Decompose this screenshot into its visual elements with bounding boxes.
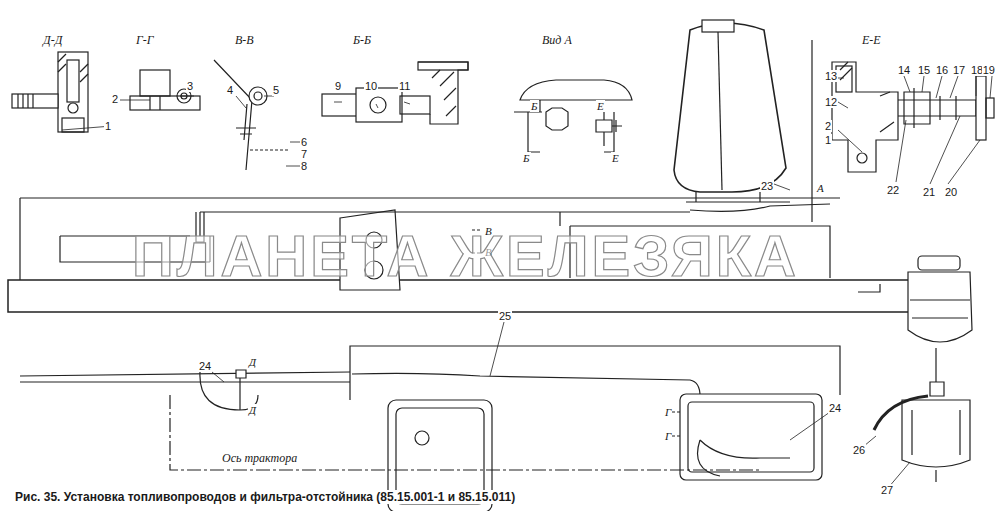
callout-number: 26 xyxy=(852,444,866,456)
callout-number: 23 xyxy=(760,180,774,192)
section-marker: А xyxy=(816,182,825,194)
callout-number: 12 xyxy=(824,96,838,108)
section-marker: Г xyxy=(664,406,672,418)
section-marker: Б xyxy=(530,100,539,112)
callout-number: 7 xyxy=(300,148,308,160)
callout-number: 24 xyxy=(198,360,212,372)
callout-number: 19 xyxy=(982,64,996,76)
callout-number: 3 xyxy=(186,80,194,92)
callout-number: 11 xyxy=(398,80,411,92)
section-marker: Б xyxy=(522,152,531,164)
callout-number: 14 xyxy=(897,64,911,76)
callout-number: 13 xyxy=(824,70,838,82)
figure-caption: Рис. 35. Установка топливопроводов и фил… xyxy=(15,490,515,504)
callout-number: 2 xyxy=(824,120,832,132)
callout-number: 1 xyxy=(104,120,112,132)
callout-number: 20 xyxy=(944,186,958,198)
section-title: Е-Е xyxy=(861,33,882,48)
callout-number: 5 xyxy=(272,84,280,96)
callout-number: 2 xyxy=(111,93,119,105)
section-marker: Е xyxy=(611,152,620,164)
callout-number: 17 xyxy=(952,64,966,76)
callout-number: 24 xyxy=(828,402,842,414)
section-title: Вид А xyxy=(541,33,573,48)
watermark: ПЛАНЕТА ЖЕЛЕЗЯКА xyxy=(132,222,799,289)
callout-number: 27 xyxy=(880,484,894,496)
callout-number: 15 xyxy=(917,64,931,76)
callout-number: 4 xyxy=(226,84,234,96)
section-title: Г-Г xyxy=(135,33,155,48)
callout-number: 16 xyxy=(935,64,949,76)
section-marker: Д xyxy=(248,404,257,416)
callout-number: 10 xyxy=(364,80,378,92)
callout-number: 1 xyxy=(824,134,832,146)
callout-number: 9 xyxy=(334,80,342,92)
axis-label: Ось трактора xyxy=(220,451,299,466)
section-title: Б-Б xyxy=(352,33,372,48)
section-marker: Д xyxy=(248,356,257,368)
callout-number: 8 xyxy=(300,160,308,172)
section-marker: Г xyxy=(664,430,672,442)
callout-number: 25 xyxy=(498,310,512,322)
callout-number: 22 xyxy=(886,184,900,196)
section-marker: Е xyxy=(596,100,605,112)
section-title: В-В xyxy=(234,33,255,48)
callout-number: 21 xyxy=(922,186,936,198)
section-title: Д-Д xyxy=(42,33,63,48)
callout-number: 6 xyxy=(300,136,308,148)
